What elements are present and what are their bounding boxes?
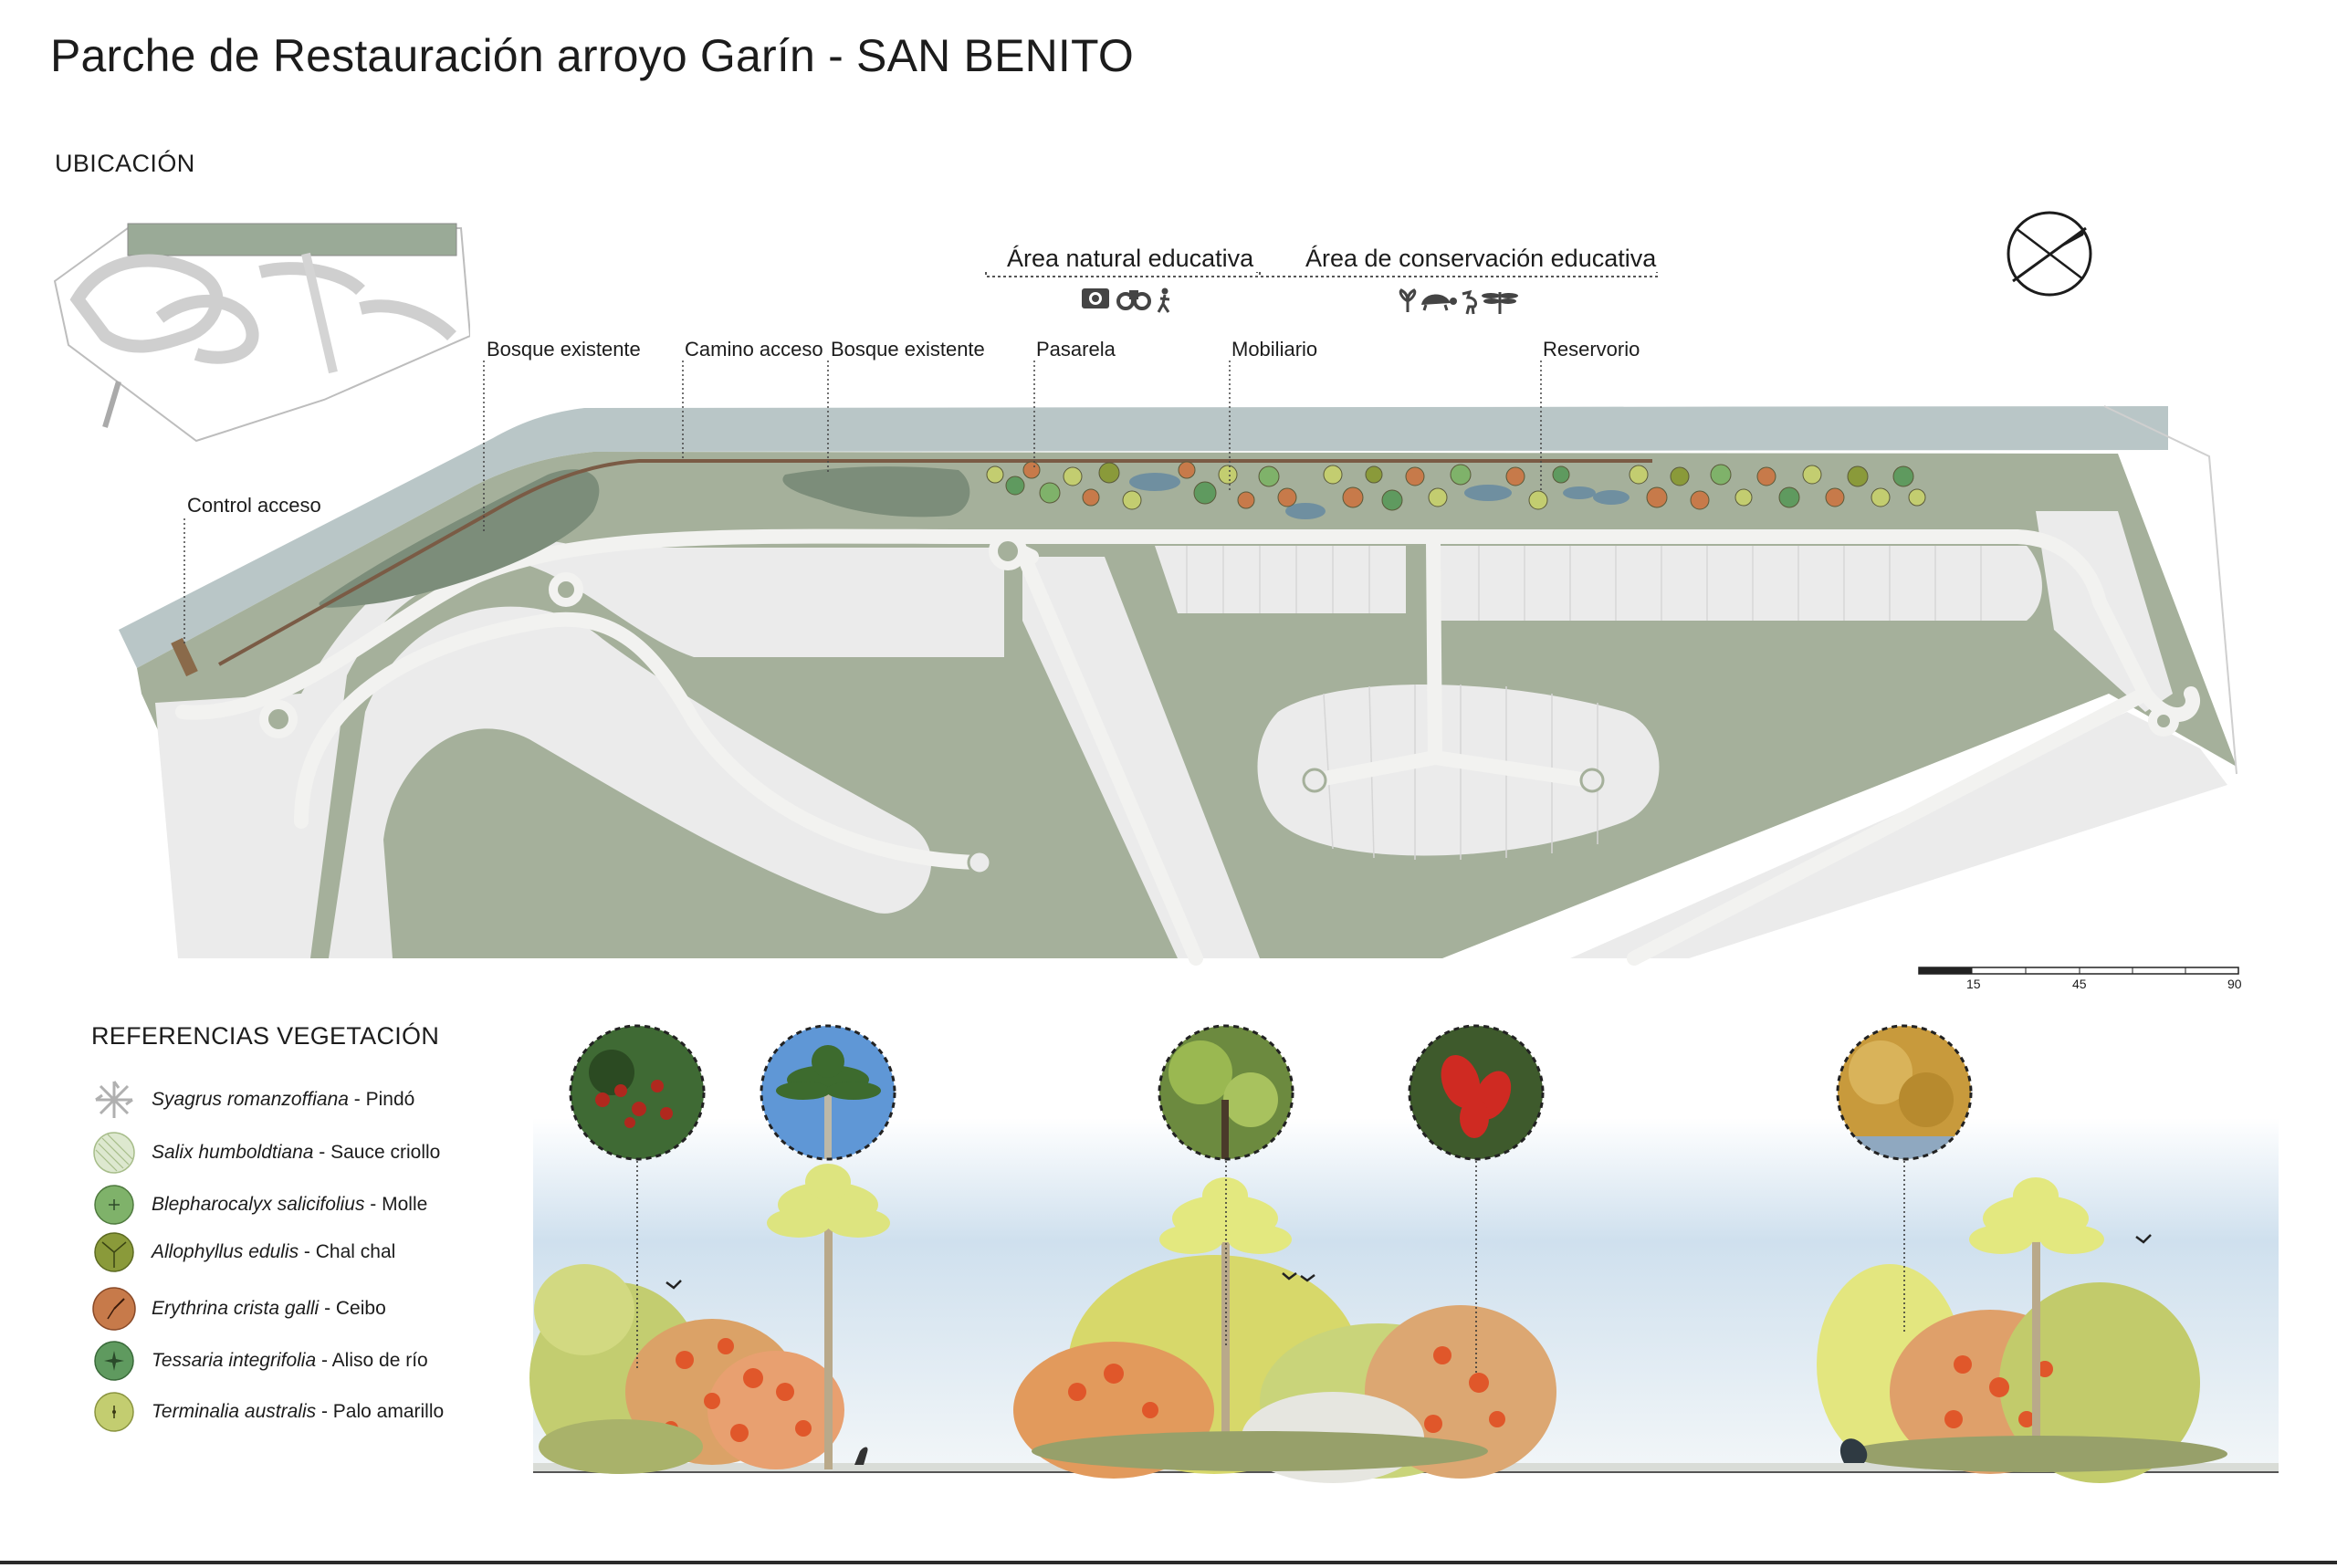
label-reservorio: Reservorio <box>1543 338 1640 361</box>
camera-icon <box>1082 288 1109 308</box>
palm-trunk <box>824 1209 833 1469</box>
photo-palo-amarillo <box>1836 1024 1973 1161</box>
zone-conservation-label: Área de conservación educativa <box>1305 245 1657 272</box>
legend-latin: Allophyllus edulis <box>152 1241 299 1262</box>
heron-icon <box>1462 289 1478 315</box>
page-title: Parche de Restauración arroyo Garín - SA… <box>50 30 1134 81</box>
label-control-acceso: Control acceso <box>187 494 321 517</box>
scale-bar <box>1918 967 2239 975</box>
legend-common: - Aliso de río <box>316 1350 428 1371</box>
location-inset-map <box>53 223 470 443</box>
willow-hatch-icon <box>93 1132 135 1174</box>
legend-item-ceibo: Erythrina crista galli - Ceibo <box>91 1286 386 1332</box>
vegetation-heading: REFERENCIAS VEGETACIÓN <box>91 1022 440 1050</box>
legend-item-sauce-criollo: Salix humboldtiana - Sauce criollo <box>91 1130 440 1176</box>
hiker-icon <box>1157 287 1170 313</box>
legend-latin: Terminalia australis <box>152 1401 317 1422</box>
tree-circle-icon <box>94 1185 134 1225</box>
tree-group-right <box>1817 1177 2227 1483</box>
tree-group-center <box>1013 1177 1556 1483</box>
palm-star-icon <box>95 1081 133 1118</box>
tree-circle-icon <box>94 1232 134 1272</box>
legend-latin: Blepharocalyx salicifolius <box>152 1194 365 1215</box>
turtle-icon <box>1421 294 1457 311</box>
location-heading: UBICACIÓN <box>55 150 195 177</box>
legend-item-chal-chal: Allophyllus edulis - Chal chal <box>91 1229 395 1275</box>
photo-sauce-criollo <box>1158 1024 1294 1161</box>
heron-silhouette <box>1839 1438 1868 1463</box>
restoration-patch-trees <box>986 461 1926 511</box>
control-acceso-gate <box>171 637 198 677</box>
plant-icon <box>1399 288 1417 312</box>
legend-latin: Syagrus romanzoffiana <box>152 1089 349 1110</box>
photo-pindo <box>760 1024 896 1161</box>
photo-ceibo <box>1408 1024 1545 1161</box>
legend-latin: Tessaria integrifolia <box>152 1350 317 1371</box>
tree-circle-icon <box>94 1392 134 1432</box>
tree-circle-icon <box>94 1341 134 1381</box>
zone-brackets <box>985 272 1658 315</box>
legend-common: - Pindó <box>348 1089 415 1110</box>
legend-item-molle: Blepharocalyx salicifolius - Molle <box>91 1182 427 1228</box>
north-arrow-icon <box>2007 211 2092 297</box>
legend-item-aliso-de-rio: Tessaria integrifolia - Aliso de río <box>91 1338 428 1384</box>
bottom-rule <box>0 1561 2337 1564</box>
tree-group-left <box>529 1164 890 1474</box>
tree-circle-icon <box>92 1287 136 1331</box>
label-camino-acceso: Camino acceso <box>685 338 823 361</box>
bosque-existente-2 <box>782 466 970 517</box>
label-bosque-existente-2: Bosque existente <box>831 338 985 361</box>
reservorio-water <box>1129 473 1630 519</box>
legend-common: - Sauce criollo <box>313 1142 441 1163</box>
legend-common: - Chal chal <box>299 1241 396 1262</box>
heron-silhouette <box>854 1447 868 1465</box>
scale-tick-45: 45 <box>2072 977 2087 991</box>
photo-chal-chal <box>569 1024 706 1161</box>
camino-acceso <box>218 459 1652 666</box>
zone-natural-label: Área natural educativa <box>1007 245 1254 272</box>
creek-arroyo-garin <box>119 406 2168 668</box>
legend-item-palo-amarillo: Terminalia australis - Palo amarillo <box>91 1389 444 1435</box>
scale-tick-90: 90 <box>2227 977 2242 991</box>
legend-common: - Ceibo <box>319 1298 386 1319</box>
legend-common: - Palo amarillo <box>316 1401 445 1422</box>
dragonfly-icon <box>1482 292 1518 314</box>
vegetation-section-illustration <box>529 1024 2279 1483</box>
birds-icon <box>665 1234 2152 1290</box>
label-mobiliario: Mobiliario <box>1231 338 1318 361</box>
binoculars-icon <box>1116 290 1151 310</box>
legend-item-pindo: Syagrus romanzoffiana - Pindó <box>91 1077 414 1123</box>
bosque-existente-1 <box>319 469 600 608</box>
label-pasarela: Pasarela <box>1036 338 1116 361</box>
site-plan <box>119 361 2237 966</box>
scale-tick-15: 15 <box>1966 977 1981 991</box>
label-bosque-existente-1: Bosque existente <box>487 338 641 361</box>
legend-common: - Molle <box>364 1194 428 1215</box>
legend-latin: Erythrina crista galli <box>152 1298 320 1319</box>
legend-latin: Salix humboldtiana <box>152 1142 314 1163</box>
